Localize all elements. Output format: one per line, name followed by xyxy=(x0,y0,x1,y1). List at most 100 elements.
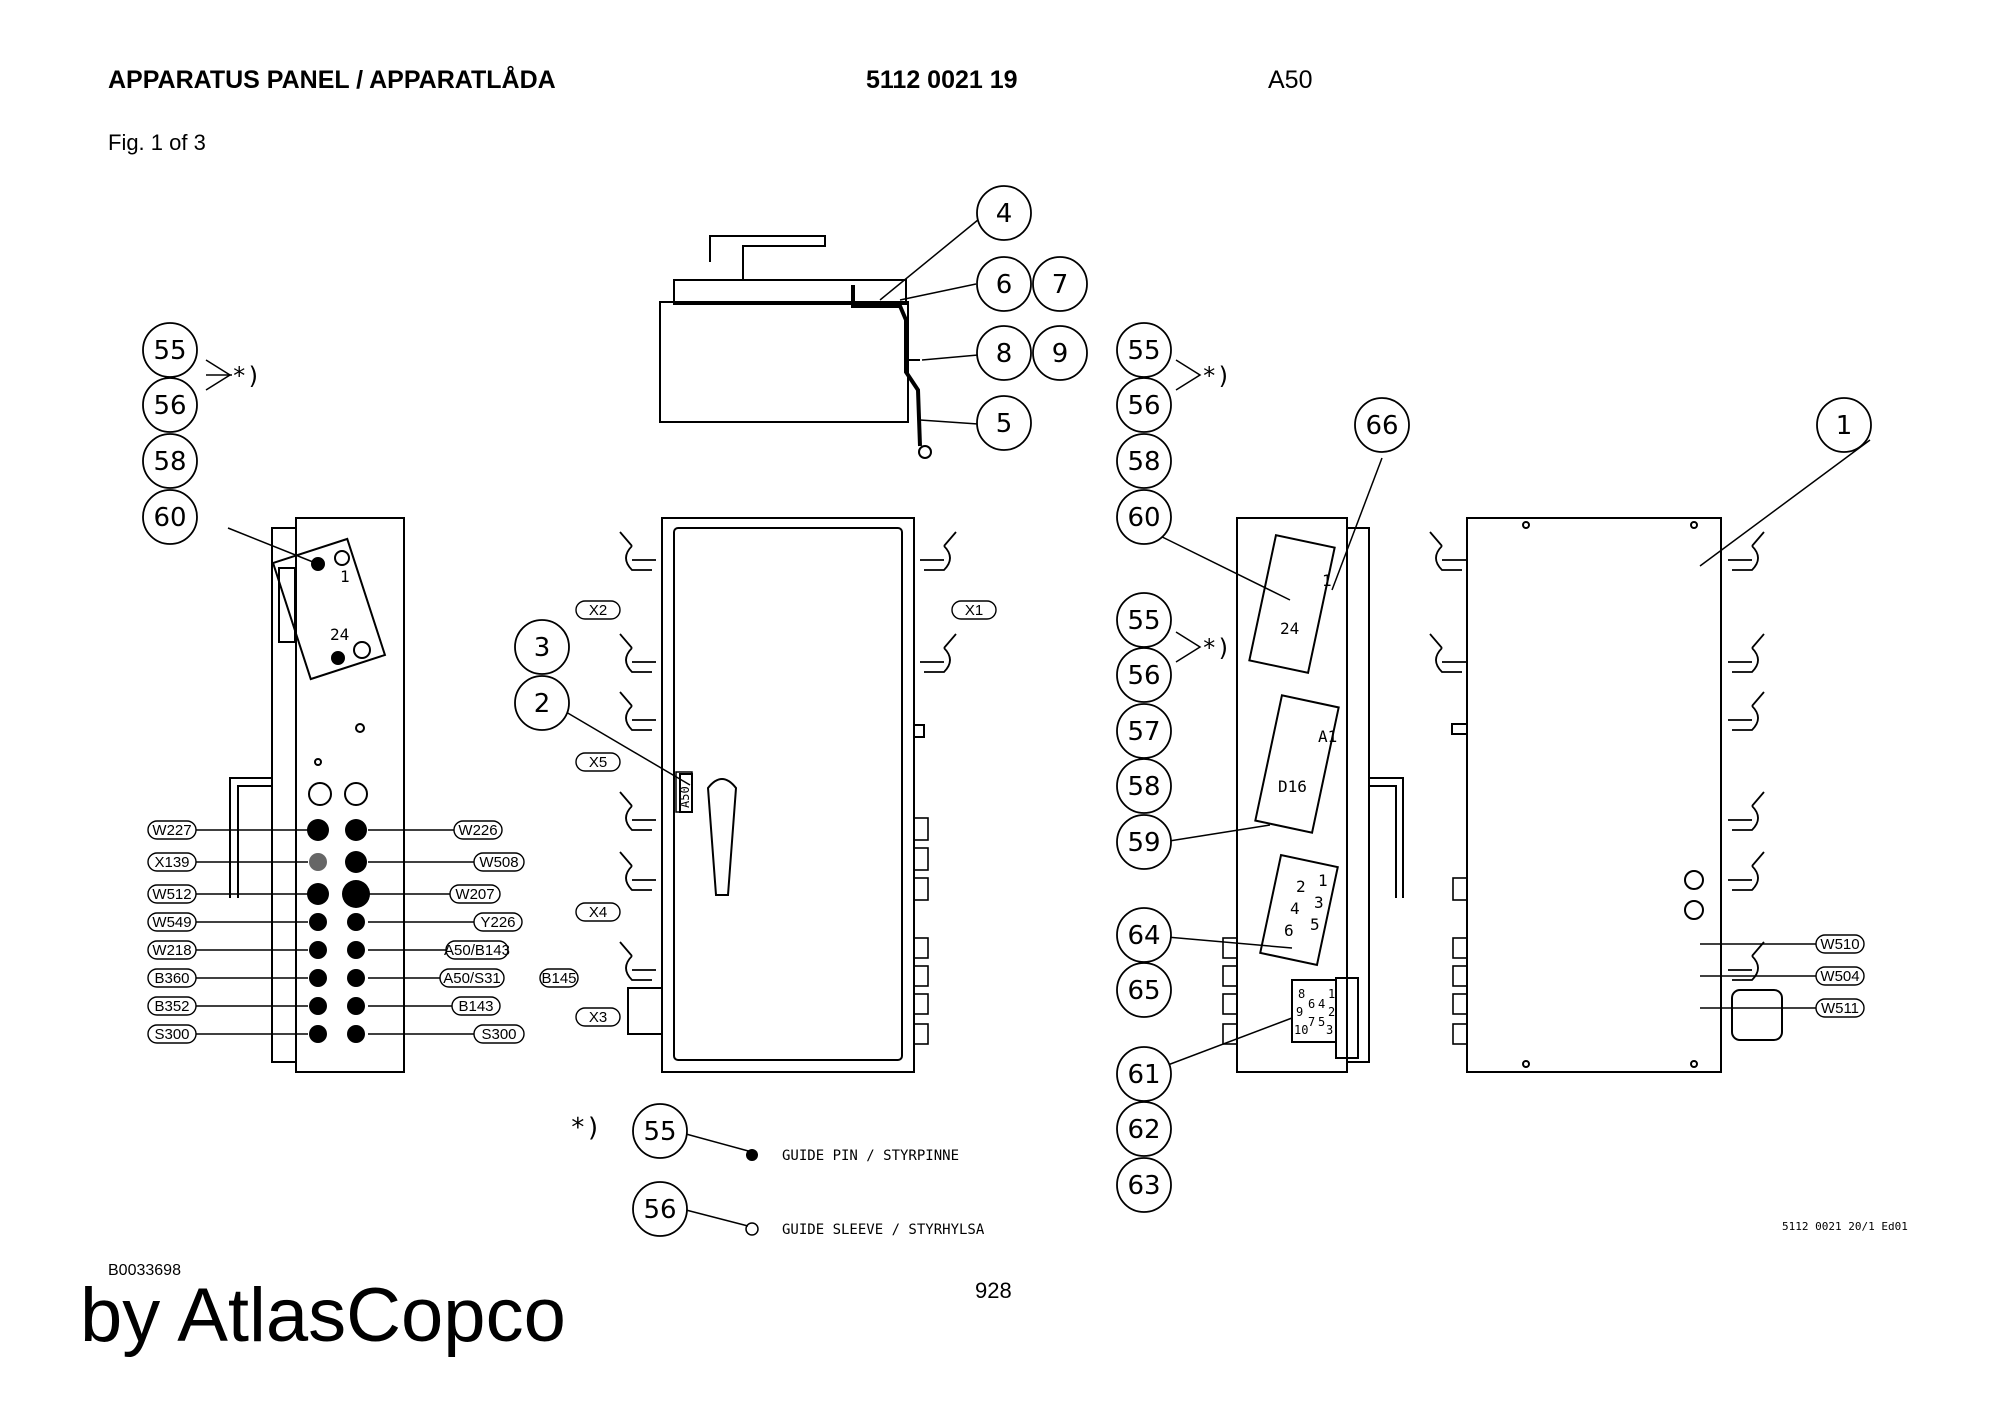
callout-circle xyxy=(1116,907,1172,963)
cable-tag: W218 xyxy=(152,942,191,959)
cable-tag: W504 xyxy=(1820,968,1859,985)
callout-label: 65 xyxy=(1127,976,1160,1006)
left-view-glands xyxy=(307,819,370,1043)
callout-label: 58 xyxy=(1127,447,1160,477)
pin-num: 4 xyxy=(1318,997,1325,1011)
callout-circle xyxy=(1116,758,1172,814)
callout-label: 55 xyxy=(1127,606,1160,636)
asterisk-marker: *) xyxy=(1202,362,1231,390)
conn-num: 1 xyxy=(340,567,350,586)
cable-tag-frame xyxy=(445,940,509,960)
leader-lines xyxy=(205,214,1871,1227)
cable-tag: B352 xyxy=(154,998,189,1015)
guide-sleeve-symbol xyxy=(745,1222,759,1236)
legend-marker: *) xyxy=(570,1113,601,1143)
conn-num: 24 xyxy=(330,625,349,644)
conn-num: 2 xyxy=(1296,877,1306,896)
callout-label: 55 xyxy=(1127,336,1160,366)
conn-num: 1 xyxy=(1322,571,1332,590)
callout-circle xyxy=(1032,325,1088,381)
figure-label: Fig. 1 of 3 xyxy=(108,130,206,155)
cable-tag-frame xyxy=(451,996,501,1016)
conn-num: 4 xyxy=(1290,899,1300,918)
callout-circle xyxy=(1116,814,1172,870)
callout-label: 56 xyxy=(1127,661,1160,691)
callout-circle xyxy=(1116,433,1172,489)
callout-label: 59 xyxy=(1127,828,1160,858)
cable-tag-frame xyxy=(1815,998,1865,1018)
brand-logo: by AtlasCopco xyxy=(80,1273,566,1358)
guide-sleeve-label: GUIDE SLEEVE / STYRHYLSA xyxy=(782,1222,985,1238)
cable-tag-frame xyxy=(473,1024,525,1044)
back-view xyxy=(1451,517,1783,1073)
cable-tag: W549 xyxy=(152,914,191,931)
callout-circle xyxy=(142,433,198,489)
cable-tag: X5 xyxy=(589,754,607,771)
cable-tag-frame xyxy=(575,1007,621,1027)
callout-label: 3 xyxy=(534,633,551,663)
callout-circle xyxy=(1116,322,1172,378)
cable-tag-frame xyxy=(147,940,197,960)
callout-circle xyxy=(1032,256,1088,312)
callout-label: 58 xyxy=(1127,772,1160,802)
guide-pin-symbol xyxy=(746,1149,758,1161)
cable-tag: B145 xyxy=(541,970,576,987)
callout-circle xyxy=(1116,1101,1172,1157)
designation: A50 xyxy=(1268,66,1313,94)
part-number: 5112 0021 19 xyxy=(866,66,1018,94)
front-view xyxy=(627,517,925,1073)
cable-tag-frame xyxy=(147,852,197,872)
cable-tag-frame xyxy=(473,852,525,872)
callout-circle xyxy=(632,1181,688,1237)
asterisk-marker: *) xyxy=(232,362,261,390)
callout-circle xyxy=(514,675,570,731)
cable-tag: B143 xyxy=(458,998,493,1015)
conn-num: 5 xyxy=(1310,915,1320,934)
connector-numbers: 1 24 1 24 A1 D16 2 1 4 3 6 5 xyxy=(330,567,1337,940)
cable-tag-frame xyxy=(1815,966,1865,986)
cable-tag: B360 xyxy=(154,970,189,987)
page-number: 928 xyxy=(975,1278,1012,1303)
asterisk-marker: *) xyxy=(1202,634,1231,662)
cable-tag: W511 xyxy=(1821,1000,1859,1017)
hinge-brackets xyxy=(619,531,1765,981)
callout-label: 57 xyxy=(1127,717,1160,747)
callout-circle xyxy=(632,1103,688,1159)
cable-tag: S300 xyxy=(154,1026,189,1043)
callout-label: 60 xyxy=(1127,503,1160,533)
cable-tag: X4 xyxy=(589,904,607,921)
cable-tag-frame xyxy=(147,1024,197,1044)
cable-tag: W512 xyxy=(152,886,191,903)
callout-label: 64 xyxy=(1127,921,1160,951)
pin-num: 8 xyxy=(1298,987,1305,1001)
cable-tag: W227 xyxy=(152,822,191,839)
cable-tag: X3 xyxy=(589,1009,607,1026)
callout-circle xyxy=(976,256,1032,312)
cable-tag: S300 xyxy=(481,1026,516,1043)
cable-tag-frame xyxy=(147,996,197,1016)
callout-circle xyxy=(1116,647,1172,703)
callout-circle xyxy=(1816,397,1872,453)
callout-label: 2 xyxy=(534,689,551,719)
pin-num: 5 xyxy=(1318,1015,1325,1029)
pin-num: 1 xyxy=(1328,987,1335,1001)
cable-tag-frame xyxy=(951,600,997,620)
cable-tag-frame xyxy=(147,884,197,904)
top-view xyxy=(659,235,932,459)
callout-circle xyxy=(1116,962,1172,1018)
cable-tag: X2 xyxy=(589,602,607,619)
callout-label: 66 xyxy=(1365,411,1398,441)
cable-tag: Y226 xyxy=(480,914,515,931)
pin-num: 7 xyxy=(1308,1015,1315,1029)
callout-circle xyxy=(976,325,1032,381)
conn-num: A1 xyxy=(1318,727,1337,746)
page-title: APPARATUS PANEL / APPARATLÅDA xyxy=(108,66,556,94)
callout-circle xyxy=(1116,1157,1172,1213)
cable-tag-frame xyxy=(147,820,197,840)
callout-label: 7 xyxy=(1052,270,1069,300)
callout-circle xyxy=(1116,489,1172,545)
callout-circle xyxy=(1116,592,1172,648)
conn-num: 1 xyxy=(1318,871,1328,890)
round-connector-pins: 8 6 4 1 9 7 5 2 10 3 xyxy=(1294,987,1335,1037)
